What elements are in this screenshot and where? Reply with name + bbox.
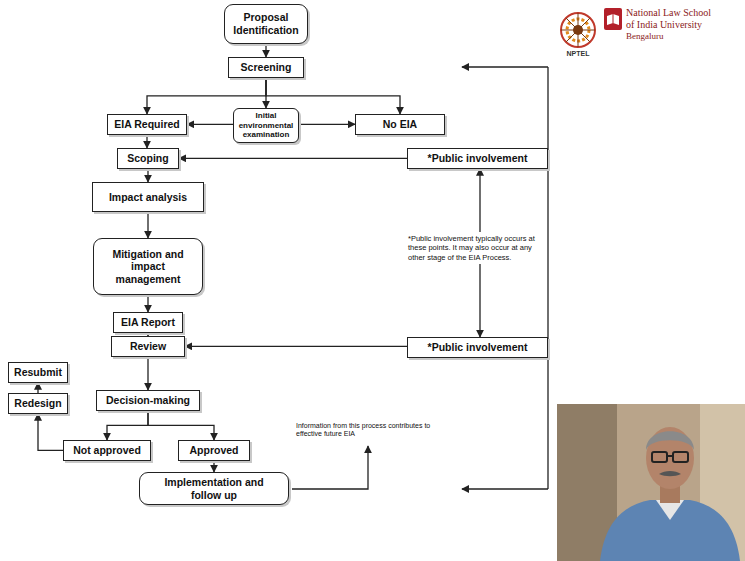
flow-arrow [265,44,266,57]
node-text: Screening [241,61,292,74]
logo-text: Bengaluru [626,31,718,42]
process-box: EIA Required [107,114,187,135]
flow-arrow [299,124,355,125]
node-text: Proposal Identification [229,11,303,36]
node-text: Mitigation and impact management [112,248,184,286]
flow-arrow [147,212,148,238]
node-text: EIA Required [114,118,180,131]
node-text: Not approved [73,444,141,457]
flow-arrow [147,357,148,390]
node-text: Implementation and follow up [158,476,270,501]
process-box: Implementation and follow up [139,472,289,505]
flow-arrow [187,124,233,125]
node-text: Review [130,340,166,353]
start-box: Proposal Identification [224,4,308,44]
node-text: *Public involvement [428,152,528,165]
node-text: Decision-making [106,394,190,407]
feedback-bracket [547,67,548,489]
process-box: Decision-making [96,390,200,411]
node-text: EIA Report [121,316,175,329]
process-box: Approved [178,440,250,461]
speaker-video [557,404,745,561]
flow-arrow [213,461,214,472]
logo-text: National Law School of India University [626,7,718,30]
process-box: Redesign [8,393,68,414]
process-box: Review [111,336,185,357]
process-box: Not approved [63,440,151,461]
leader-arrow [292,446,368,489]
node-text: Approved [189,444,238,457]
flow-arrow [37,383,38,393]
bracket-arrow [462,488,548,489]
node-text: No EIA [383,118,417,131]
flow-arrow [147,169,148,182]
flow-arrow [107,411,148,440]
node-text: *Public involvement [428,341,528,354]
nptel-emblem [561,13,595,47]
flow-arrow [185,346,407,347]
node-text: Scoping [127,152,168,165]
process-box: Initial environmental examination [233,108,299,143]
bracket-arrow [462,66,548,67]
node-text: Redesign [14,397,61,410]
process-box: Mitigation and impact management [93,238,203,295]
process-box: Scoping [117,148,179,169]
public-involvement-box: *Public involvement [407,337,548,358]
flow-arrow [148,411,214,440]
process-box: EIA Report [113,312,183,333]
node-text: Initial environmental examination [236,111,296,140]
process-box: Screening [228,57,304,78]
note-text: *Public involvement typically occurs at … [408,232,542,264]
flow-arrow [38,414,63,451]
process-box: Impact analysis [92,182,204,212]
logo-text: NPTEL [560,50,596,58]
public-involvement-box: *Public involvement [407,148,548,169]
nls-emblem [604,8,622,30]
node-text: Resubmit [14,366,62,379]
node-text: Impact analysis [109,191,187,204]
note-text: Information from this process contribute… [296,422,446,439]
flow-arrow [147,295,148,312]
flow-arrow [179,158,407,159]
process-box: No EIA [355,114,445,135]
process-box: Resubmit [8,362,68,383]
flow-arrow [146,135,147,148]
